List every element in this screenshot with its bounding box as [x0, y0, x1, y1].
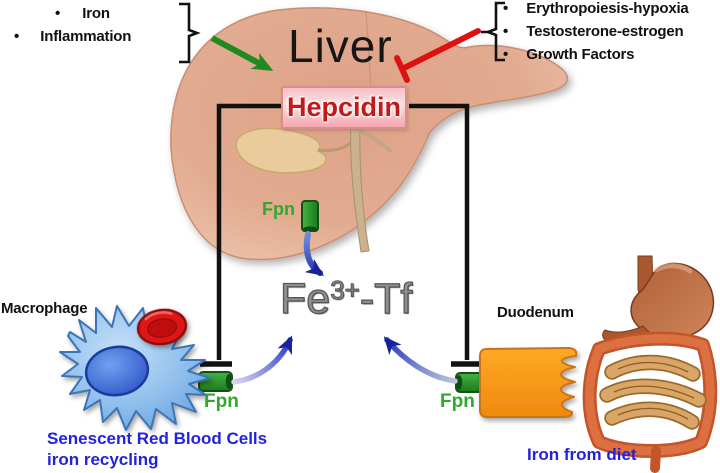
- bullet-icon: •: [503, 46, 509, 63]
- portal-vein-branch: [352, 126, 394, 154]
- duodenum-label: Duodenum: [497, 304, 574, 321]
- bullet-icon: •: [503, 0, 509, 17]
- fe-tf-suffix: -Tf: [359, 275, 413, 323]
- macrophage-cell: [59, 305, 211, 431]
- portal-vein: [350, 119, 370, 253]
- upregulator-item-inflammation: • Inflammation: [14, 29, 131, 45]
- left-brace: [179, 2, 201, 64]
- bullet-icon: •: [503, 23, 509, 40]
- upregulator-item-iron: • Iron: [55, 6, 110, 22]
- fe-tf-base: Fe: [279, 275, 331, 323]
- fpn-transporter-liver: [301, 200, 319, 232]
- fpn-label-liver: Fpn: [262, 199, 295, 219]
- macrophage-caption-line1: Senescent Red Blood Cells: [47, 429, 268, 448]
- macrophage-fpn-export-arrow: [231, 335, 293, 385]
- hepcidin-to-duodenum-inhibitor: [409, 103, 483, 367]
- macrophage-nucleus: [84, 345, 150, 397]
- upregulator-label: Iron: [82, 5, 110, 22]
- gi-tract-illustration: [582, 255, 718, 473]
- duodenum-fpn-export-arrow: [383, 336, 458, 384]
- liver-fpn-export-arrow: [303, 231, 325, 276]
- fpn-transporter-macrophage: [198, 371, 233, 392]
- hepcidin-box: Hepcidin: [281, 86, 407, 129]
- fe-tf-superscript: 3+: [330, 275, 361, 305]
- downregulator-item-growth-factors: • Growth Factors: [503, 46, 635, 63]
- bullet-icon: •: [55, 5, 61, 22]
- fe-tf-label: Fe3+-Tf: [279, 275, 413, 323]
- liver-title: Liver: [288, 20, 393, 72]
- bile-duct: [317, 140, 353, 152]
- duodenum-segment: [479, 347, 578, 418]
- inhibition-arrow-red: [394, 28, 481, 83]
- upregulator-label: Inflammation: [40, 28, 132, 45]
- bullet-icon: •: [14, 28, 20, 45]
- right-brace: [481, 1, 505, 62]
- macrophage-label: Macrophage: [1, 300, 88, 317]
- hepcidin-to-macrophage-inhibitor: [200, 103, 281, 367]
- hepcidin-label: Hepcidin: [286, 92, 401, 123]
- duodenum-caption: Iron from diet: [527, 445, 637, 464]
- downregulator-label: Growth Factors: [526, 46, 635, 63]
- small-intestine: [599, 354, 707, 430]
- large-intestine: [582, 331, 718, 473]
- downregulator-item-erythropoiesis: • Erythropoiesis-hypoxia: [503, 1, 689, 17]
- fpn-label-duodenum: Fpn: [440, 391, 475, 412]
- red-blood-cell: [136, 308, 188, 346]
- downregulator-label: Testosterone-estrogen: [526, 23, 684, 40]
- downregulator-label: Erythropoiesis-hypoxia: [526, 0, 689, 17]
- fpn-label-macrophage: Fpn: [204, 391, 239, 412]
- rectum: [650, 446, 661, 473]
- macrophage-caption-line2: iron recycling: [47, 450, 159, 469]
- liver-illustration: [170, 7, 569, 261]
- downregulator-item-testosterone: • Testosterone-estrogen: [503, 23, 684, 40]
- stimulation-arrow: [210, 35, 274, 71]
